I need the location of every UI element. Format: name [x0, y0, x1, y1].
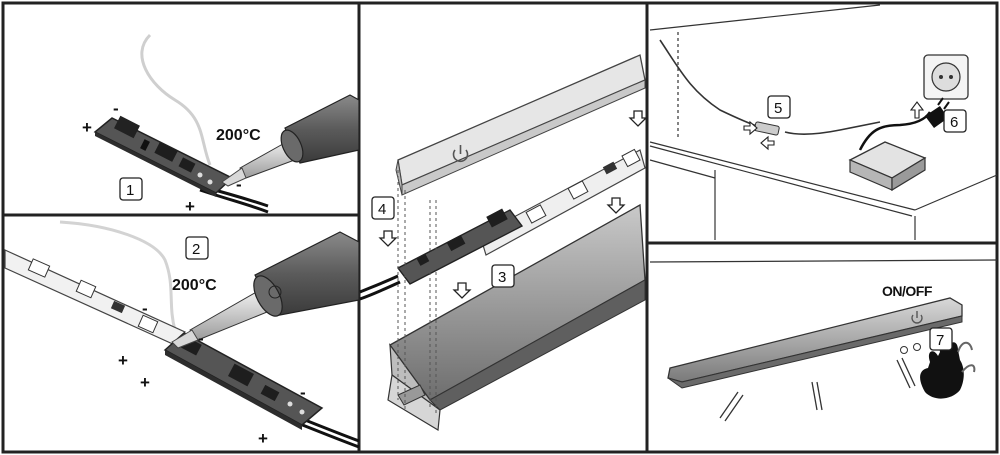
- step-1-badge: 1: [119, 177, 143, 201]
- smoke-line: [59, 220, 177, 331]
- step-6-label: 6: [950, 114, 958, 131]
- led-strip: [4, 249, 186, 346]
- arrow-right-icon: [913, 343, 921, 351]
- ceiling-line: [649, 259, 998, 263]
- cable-black: [858, 111, 932, 151]
- arrow-up-icon: [909, 101, 925, 119]
- step-4-badge: 4: [371, 196, 395, 220]
- wire-black-2: [359, 280, 401, 301]
- sign-minus-right: -: [236, 175, 242, 194]
- power-supply-icon: [848, 141, 927, 192]
- smoke-line: [140, 33, 212, 166]
- panel-1-frame: [1, 1, 361, 217]
- step-2-label: 2: [192, 241, 200, 258]
- step-2-badge: 2: [185, 236, 209, 260]
- sign-plus-bottom: +: [258, 429, 268, 448]
- arrow-down-icon: [607, 197, 625, 214]
- light-bar: [667, 297, 963, 389]
- diffuser-cover: [395, 54, 646, 196]
- step-6-badge: 6: [943, 109, 967, 133]
- sign-plus-top: +: [82, 118, 92, 137]
- panel-5: 5 6: [649, 4, 998, 240]
- aluminium-profile: [387, 203, 646, 432]
- cable: [784, 121, 881, 135]
- onoff-label: ON/OFF: [882, 283, 933, 299]
- temperature-label: 200°C: [216, 127, 261, 144]
- plug-icon: [925, 97, 950, 128]
- sign-plus-bottom: +: [185, 197, 195, 216]
- arrow-left-icon: [760, 135, 775, 151]
- arrow-right-icon: [743, 120, 758, 136]
- sign-minus-left: -: [142, 299, 148, 318]
- panel-7: ON/OFF 7: [649, 259, 998, 422]
- step-3-badge: 3: [491, 264, 515, 288]
- sign-minus-top: -: [113, 99, 119, 118]
- light-rays: [719, 357, 916, 422]
- sign-minus-tip: -: [198, 329, 204, 348]
- wire-black: [359, 274, 399, 294]
- panel-1: 200°C + - - + 1: [82, 33, 360, 216]
- sign-plus-a: +: [118, 351, 128, 370]
- sensor-pcb: [396, 208, 524, 285]
- guide-lines: [397, 170, 437, 415]
- arrow-down-icon: [379, 230, 397, 247]
- arrow-down-icon: [453, 282, 471, 299]
- step-5-label: 5: [774, 100, 782, 117]
- led-strip: [479, 148, 646, 256]
- power-icon: [911, 311, 923, 324]
- step-7-label: 7: [936, 332, 944, 349]
- panel-3: 4 3: [359, 54, 647, 432]
- arrow-down-icon: [629, 110, 647, 127]
- sensor-pcb: [93, 115, 234, 197]
- step-1-label: 1: [126, 182, 134, 199]
- sign-plus-b: +: [140, 373, 150, 392]
- soldering-iron: [171, 231, 360, 349]
- panel-2: 200°C 2 + + - - - +: [4, 220, 360, 449]
- step-4-label: 4: [378, 201, 386, 218]
- arrow-left-icon: [900, 346, 908, 354]
- temperature-label: 200°C: [172, 277, 217, 294]
- panel-7-frame: [645, 241, 999, 454]
- step-3-label: 3: [498, 269, 506, 286]
- hand-icon: [920, 341, 976, 399]
- connector: [754, 121, 780, 136]
- sensor-pcb: [163, 332, 324, 430]
- cabinet-outline: [649, 4, 998, 240]
- cable: [659, 39, 771, 131]
- soldering-iron: [221, 94, 360, 187]
- sign-minus-right: -: [300, 383, 306, 402]
- step-5-badge: 5: [767, 95, 791, 119]
- power-icon: [452, 145, 469, 163]
- step-7-badge: 7: [929, 327, 953, 351]
- wall-socket-icon: [923, 54, 969, 100]
